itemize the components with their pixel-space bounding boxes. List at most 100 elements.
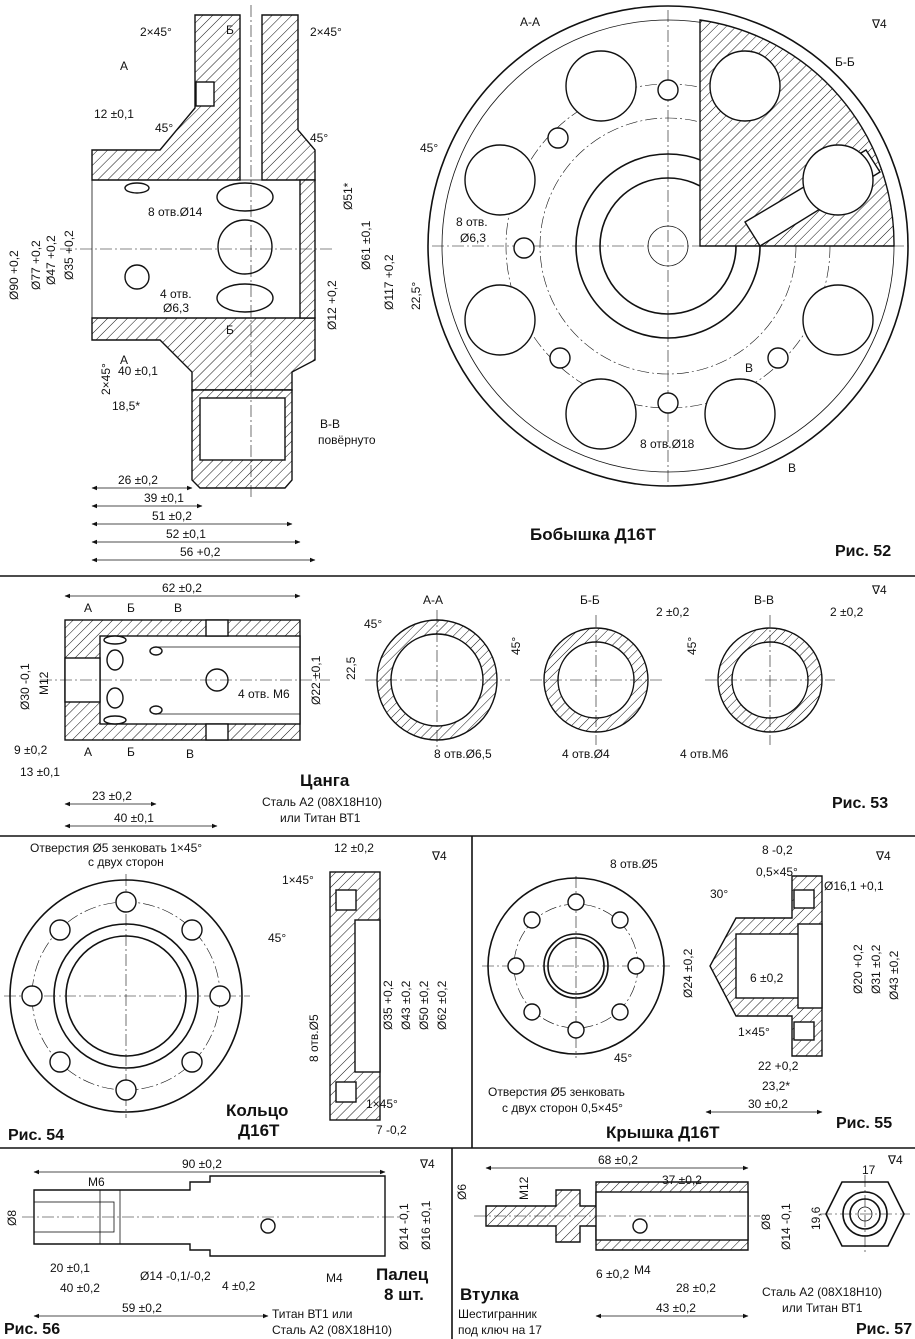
dim-angle: 45° bbox=[155, 121, 173, 135]
fig53-sections: А-А Б-Б В-В 45° 22,5 8 отв.Ø6,5 45° 2 ±0… bbox=[344, 593, 864, 761]
fig53-title: Цанга bbox=[300, 771, 350, 790]
dim-d6: Ø6 bbox=[455, 1184, 469, 1200]
dim-d14-tol: Ø14 -0,1/-0,2 bbox=[140, 1269, 211, 1283]
section-label: В-В bbox=[320, 417, 340, 431]
fig53-side-section bbox=[40, 619, 330, 741]
section-mark: В bbox=[745, 361, 753, 375]
section-mark: А bbox=[120, 59, 128, 73]
hex-19-6: 19,6 bbox=[809, 1206, 823, 1230]
dim-chamfer: 2×45° bbox=[310, 25, 342, 39]
dim-d16: Ø16,1 +0,1 bbox=[824, 879, 884, 893]
dim-d47: Ø47 +0,2 bbox=[44, 235, 58, 285]
dim-chamfer: 2×45° bbox=[140, 25, 172, 39]
fig53-material: Сталь А2 (08Х18Н10) bbox=[262, 795, 382, 809]
dim-51: 51 ±0,2 bbox=[152, 509, 192, 523]
thread-m6: М6 bbox=[88, 1175, 105, 1189]
dim-chamfer: 1×45° bbox=[366, 1097, 398, 1111]
dim-angle: 45° bbox=[310, 131, 328, 145]
section-mark: А bbox=[84, 745, 92, 759]
dim-slot: 2 ±0,2 bbox=[830, 605, 864, 619]
dim-6: 6 ±0,2 bbox=[596, 1267, 630, 1281]
fig54-caption: Рис. 54 bbox=[8, 1127, 64, 1144]
dim-angle: 45° bbox=[364, 617, 382, 631]
dim-d77: Ø77 +0,2 bbox=[29, 240, 43, 290]
fig54-note: с двух сторон bbox=[88, 855, 164, 869]
thread-m4: М4 bbox=[326, 1271, 343, 1285]
dim-d51: Ø51* bbox=[341, 182, 355, 210]
dim-angle: 45° bbox=[268, 931, 286, 945]
section-mark: А bbox=[84, 601, 92, 615]
section-label: В-В bbox=[754, 593, 774, 607]
fig57-note: Шестигранник bbox=[458, 1307, 538, 1321]
fig54-title: Кольцо bbox=[226, 1101, 288, 1120]
dim-8: 8 -0,2 bbox=[762, 843, 793, 857]
sheet-dividers bbox=[0, 575, 915, 1339]
dim-d31: Ø31 ±0,2 bbox=[869, 944, 883, 994]
dim-chamfer: 1×45° bbox=[738, 1025, 770, 1039]
dim-d62: Ø62 ±0,2 bbox=[435, 980, 449, 1030]
roughness-mark: ∇4 bbox=[431, 849, 447, 863]
dim-4: 4 ±0,2 bbox=[222, 1279, 256, 1293]
dim-d30: Ø30 -0,1 bbox=[18, 663, 32, 710]
dim-d117: Ø117 +0,2 bbox=[382, 254, 396, 310]
section-mark: Б bbox=[127, 745, 135, 759]
section-mark: Б bbox=[127, 601, 135, 615]
dim-30: 30 ±0,2 bbox=[748, 1097, 788, 1111]
dim-d43: Ø43 ±0,2 bbox=[887, 950, 901, 1000]
dim-90: 90 ±0,2 bbox=[182, 1157, 222, 1171]
dim-d43: Ø43 ±0,2 bbox=[399, 980, 413, 1030]
dim-9: 9 ±0,2 bbox=[14, 743, 48, 757]
roughness-mark: ∇4 bbox=[887, 1153, 903, 1167]
hole-label: Ø6,3 bbox=[163, 301, 189, 315]
dim-20: 20 ±0,1 bbox=[50, 1261, 90, 1275]
fig52-front-dims: 2×45° 2×45° Б А 12 ±0,1 45° 45° 8 отв.Ø1… bbox=[7, 23, 396, 563]
dim-d50: Ø50 ±0,2 bbox=[417, 980, 431, 1030]
dim-40: 40 ±0,1 bbox=[114, 811, 154, 825]
dim-chamfer: 1×45° bbox=[282, 873, 314, 887]
dim-d8: Ø8 bbox=[759, 1214, 773, 1230]
section-mark: В bbox=[174, 601, 182, 615]
dim-angle: 22,5 bbox=[344, 656, 358, 680]
dim-slot: 2 ±0,2 bbox=[656, 605, 690, 619]
dim-d35: Ø35 +0,2 bbox=[62, 230, 76, 280]
fig53-side-dims: 62 ±0,2 А Б В Ø30 -0,1 М12 Ø22 ±0,1 4 от… bbox=[14, 581, 888, 829]
roughness-mark: ∇4 bbox=[875, 849, 891, 863]
dim-62: 62 ±0,2 bbox=[162, 581, 202, 595]
fig52-front-section bbox=[60, 5, 335, 500]
dim-59: 59 ±0,2 bbox=[122, 1301, 162, 1315]
dim-angle: 30° bbox=[710, 887, 728, 901]
fig56-material: Сталь А2 (08Х18Н10) bbox=[272, 1323, 392, 1337]
fig56-material: Титан ВТ1 или bbox=[272, 1307, 352, 1321]
dim-12: 12 ±0,2 bbox=[334, 841, 374, 855]
fig55-note: Отверстия Ø5 зенковать bbox=[488, 1085, 625, 1099]
dim-d24: Ø24 ±0,2 bbox=[681, 948, 695, 998]
hole-label: 8 отв.Ø14 bbox=[148, 205, 203, 219]
section-label: Б-Б bbox=[835, 55, 855, 69]
dim-26: 26 ±0,2 bbox=[118, 473, 158, 487]
dim-d14: Ø14 -0,1 bbox=[779, 1203, 793, 1250]
section-mark: А bbox=[120, 353, 128, 367]
hole-label: 8 отв.Ø6,5 bbox=[434, 747, 492, 761]
fig52-title: Бобышка Д16Т bbox=[530, 525, 656, 544]
dim-37: 37 ±0,2 bbox=[662, 1173, 702, 1187]
hole-label: 8 отв. bbox=[456, 215, 488, 229]
fig56-caption: Рис. 56 bbox=[4, 1321, 60, 1338]
fig56-title: Палец bbox=[376, 1265, 429, 1284]
fig53-material: или Титан ВТ1 bbox=[280, 811, 361, 825]
dim-angle: 45° bbox=[685, 637, 699, 655]
section-mark: Б bbox=[226, 23, 234, 37]
thread-m4: М4 bbox=[634, 1263, 651, 1277]
fig57-material: или Титан ВТ1 bbox=[782, 1301, 863, 1315]
dim-23-2: 23,2* bbox=[762, 1079, 790, 1093]
dim-23: 23 ±0,2 bbox=[92, 789, 132, 803]
dim-6: 6 ±0,2 bbox=[750, 971, 784, 985]
section-label: А-А bbox=[423, 593, 443, 607]
dim-d20: Ø20 +0,2 bbox=[851, 944, 865, 994]
fig54-note: Отверстия Ø5 зенковать 1×45° bbox=[30, 841, 202, 855]
dim-d61: Ø61 ±0,1 bbox=[359, 220, 373, 270]
dim-d14: Ø14 -0,1 bbox=[397, 1203, 411, 1250]
fig55-title: Крышка Д16Т bbox=[606, 1123, 720, 1142]
dim-angle: 45° bbox=[509, 637, 523, 655]
roughness-mark: ∇4 bbox=[871, 17, 887, 31]
dim-angle-45: 45° bbox=[420, 141, 438, 155]
